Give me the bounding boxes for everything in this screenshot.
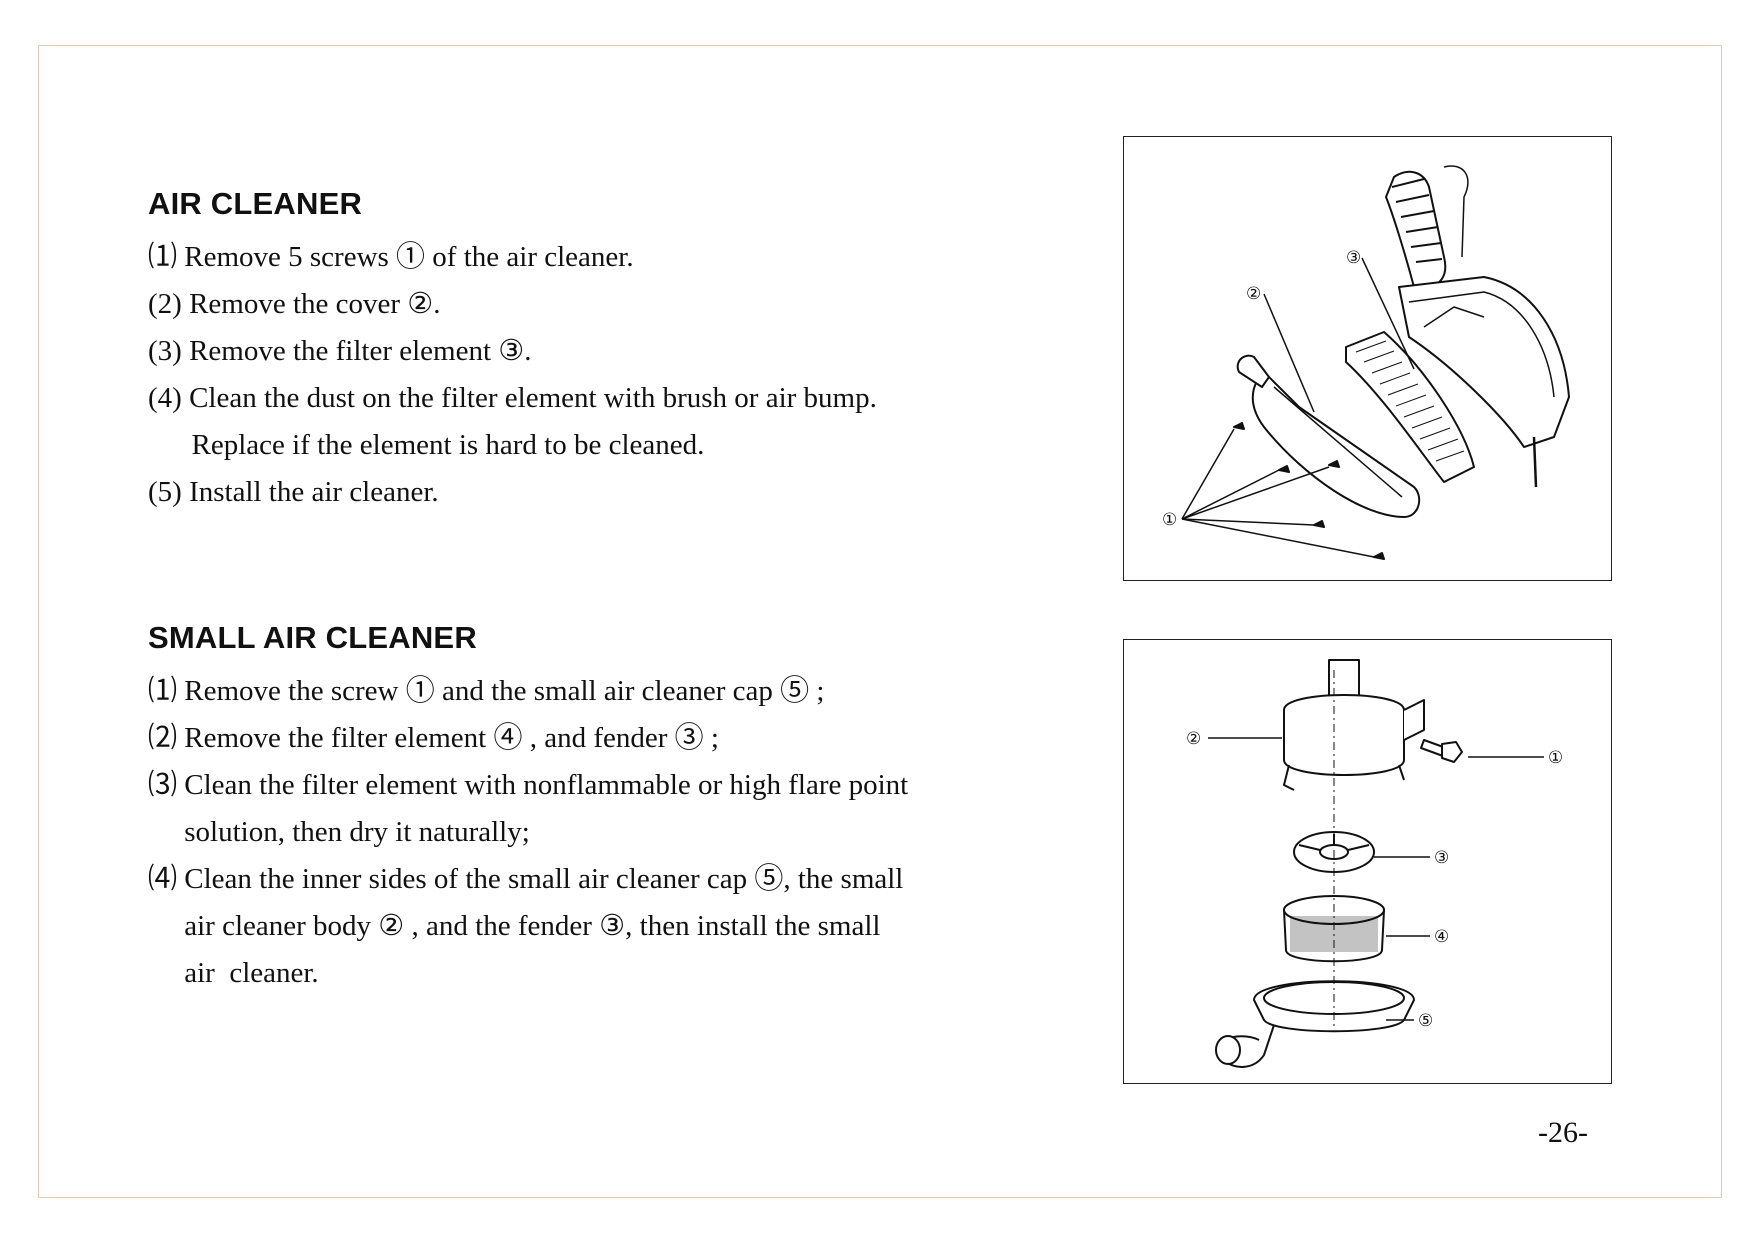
step-4-continued: Replace if the element is hard to be cle… — [148, 429, 705, 461]
page-border — [38, 45, 1722, 1198]
air-cleaner-drawing: ① ② ③ — [1162, 165, 1570, 560]
callout-2: ② — [1186, 729, 1201, 749]
step-4-continued-a: air cleaner body ② , and the fender ③, t… — [148, 910, 881, 942]
callout-3: ③ — [1346, 248, 1361, 268]
step-4: ⑷ Clean the inner sides of the small air… — [148, 863, 904, 895]
callout-1: ① — [1548, 748, 1563, 768]
air-cleaner-exploded-diagram: ① ② ③ — [1123, 136, 1612, 581]
page-number: -26- — [1538, 1116, 1588, 1149]
step-3: ⑶ Clean the filter element with nonflamm… — [148, 769, 909, 801]
callout-1: ① — [1162, 510, 1177, 530]
small-air-cleaner-exploded-diagram: ② ① ③ ④ ⑤ — [1123, 639, 1612, 1084]
small-air-cleaner-steps: ⑴ Remove the screw ① and the small air c… — [148, 668, 908, 997]
step-1: ⑴ Remove 5 screws ① of the air cleaner. — [148, 241, 634, 273]
callout-2: ② — [1246, 284, 1261, 304]
step-4: (4) Clean the dust on the filter element… — [148, 382, 877, 414]
step-3-continued: solution, then dry it naturally; — [148, 816, 530, 848]
callout-4: ④ — [1434, 927, 1449, 947]
step-2: ⑵ Remove the filter element ④ , and fend… — [148, 722, 719, 754]
section-title-air-cleaner: AIR CLEANER — [148, 186, 363, 221]
step-3: (3) Remove the filter element ③. — [148, 335, 532, 367]
step-4-continued-b: air cleaner. — [148, 957, 319, 989]
step-5: (5) Install the air cleaner. — [148, 476, 439, 508]
step-2: (2) Remove the cover ②. — [148, 288, 441, 320]
callout-3: ③ — [1434, 848, 1449, 868]
step-1: ⑴ Remove the screw ① and the small air c… — [148, 675, 825, 707]
section-title-small-air-cleaner: SMALL AIR CLEANER — [148, 620, 477, 655]
air-cleaner-steps: ⑴ Remove 5 screws ① of the air cleaner. … — [148, 234, 877, 516]
small-air-cleaner-drawing: ② ① ③ ④ ⑤ — [1186, 659, 1563, 1068]
callout-5: ⑤ — [1418, 1011, 1433, 1031]
